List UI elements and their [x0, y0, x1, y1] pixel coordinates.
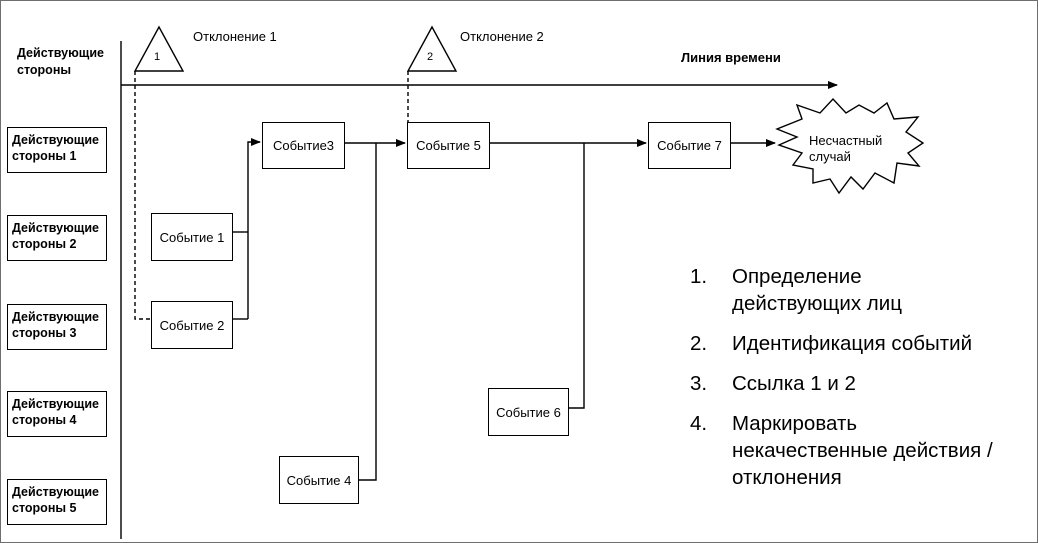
- link-e4-join: [358, 143, 377, 481]
- deviation-1-link: [134, 71, 151, 320]
- step-3: 3. Ссылка 1 и 2: [690, 370, 1030, 397]
- step-3-text: Ссылка 1 и 2: [732, 372, 856, 395]
- accident-label: Несчастный случай: [809, 133, 882, 165]
- step-4-text: Маркировать некачественные действия / от…: [732, 410, 993, 491]
- actor-5-box: Действующие стороны 5: [7, 479, 107, 525]
- event-6-box: Событие 6: [488, 388, 569, 436]
- step-3-number: 3.: [690, 372, 708, 395]
- step-4-number: 4.: [690, 412, 708, 435]
- actor-4-line2: стороны 4: [12, 413, 77, 427]
- link-merge-e3: [247, 138, 261, 319]
- step-1-number: 1.: [690, 265, 708, 288]
- step-1: 1. Определение действующих лиц: [690, 263, 1030, 317]
- step-1-line1: Определение: [732, 265, 862, 288]
- accident-line2: случай: [809, 149, 851, 164]
- event-1-box: Событие 1: [151, 213, 233, 261]
- actors-header-line1: Действующие: [17, 46, 104, 60]
- step-2-number: 2.: [690, 332, 708, 355]
- actor-2-line2: стороны 2: [12, 237, 77, 251]
- actor-3-box: Действующие стороны 3: [7, 304, 107, 350]
- step-4-line2: некачественные действия /: [732, 439, 993, 462]
- deviation-1-triangle: [133, 25, 185, 72]
- actor-2-line1: Действующие: [12, 221, 99, 235]
- deviation-1-number: 1: [154, 51, 161, 63]
- deviation-2-triangle: [406, 25, 458, 72]
- actor-4-line1: Действующие: [12, 397, 99, 411]
- step-2: 2. Идентификация событий: [690, 330, 1030, 357]
- deviation-2-number: 2: [427, 51, 434, 63]
- actors-header-line2: стороны: [17, 63, 72, 77]
- actor-1-line2: стороны 1: [12, 149, 77, 163]
- actor-4-box: Действующие стороны 4: [7, 391, 107, 437]
- event-7-box: Событие 7: [648, 122, 731, 169]
- actor-1-line1: Действующие: [12, 133, 99, 147]
- timeline-label: Линия времени: [681, 50, 781, 65]
- event-4-box: Событие 4: [279, 456, 359, 504]
- event-5-box: Событие 5: [407, 122, 490, 169]
- actor-5-line2: стороны 5: [12, 501, 77, 515]
- deviation-2-label: Отклонение 2: [460, 29, 544, 44]
- actor-1-box: Действующие стороны 1: [7, 127, 107, 173]
- step-2-text: Идентификация событий: [732, 332, 973, 355]
- accident-burst: [775, 97, 925, 195]
- step-4-line3: отклонения: [732, 466, 842, 489]
- link-e6-join: [568, 143, 585, 409]
- actor-2-box: Действующие стороны 2: [7, 215, 107, 261]
- method-steps-list: 1. Определение действующих лиц 2. Иденти…: [690, 263, 1030, 504]
- actors-column-header: Действующие стороны: [17, 45, 104, 79]
- step-1-text: Определение действующих лиц: [732, 263, 902, 317]
- step-1-line2: действующих лиц: [732, 292, 902, 315]
- event-2-box: Событие 2: [151, 301, 233, 349]
- step-4: 4. Маркировать некачественные действия /…: [690, 410, 1030, 491]
- accident-line1: Несчастный: [809, 133, 883, 148]
- event-3-box: Событие3: [262, 122, 345, 169]
- deviation-1-label: Отклонение 1: [193, 29, 277, 44]
- actor-5-line1: Действующие: [12, 485, 99, 499]
- actor-3-line2: стороны 3: [12, 326, 77, 340]
- actor-3-line1: Действующие: [12, 310, 99, 324]
- step-4-line1: Маркировать: [732, 412, 858, 435]
